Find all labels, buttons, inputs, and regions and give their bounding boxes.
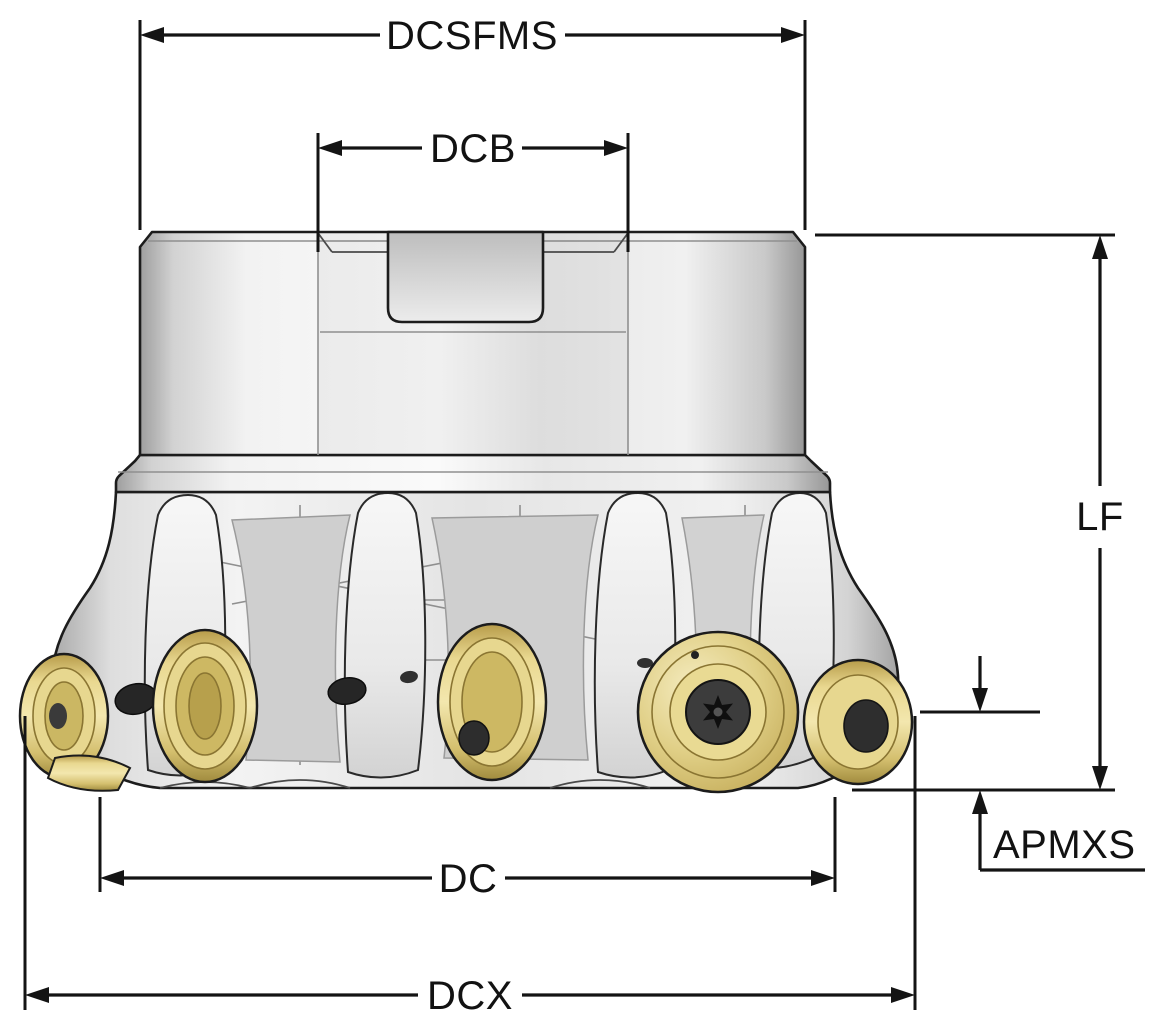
scallop-edge [549,779,651,789]
dimension-lf: LF [815,233,1124,792]
cutter-body [18,230,914,794]
drive-slot [317,230,629,455]
apmxs-label: APMXS [993,823,1136,867]
flange [114,453,832,494]
rim-dot [691,651,699,659]
dimension-dcb: DCB [316,127,630,252]
arrow-right-icon [781,27,805,43]
dcsfms-label: DCSFMS [386,14,558,58]
arrow-right-icon [811,870,835,886]
insert-ring [188,672,222,740]
body-holes [114,658,653,716]
coolant-hole-small [400,670,418,684]
scallop-edge [249,779,351,789]
slot-chamfer [317,232,333,253]
center-notch [386,230,545,324]
dimension-apmxs: APMXS [920,656,1145,872]
insert-screw [458,720,490,756]
arrow-right-icon [604,140,628,156]
arrow-down-icon [972,688,988,712]
coolant-hole-small [637,658,653,668]
insert-far-left [18,652,132,792]
insert-hole [843,699,889,753]
dcb-label: DCB [430,127,516,171]
arrow-left-icon [318,140,342,156]
arrow-up-icon [1092,235,1108,259]
insert-hole [49,703,67,729]
dimension-dcsfms: DCSFMS [138,14,807,230]
dc-label: DC [439,857,498,901]
insert-far-right [802,658,914,786]
coolant-hole [327,677,367,705]
dimension-dc: DC [98,797,837,901]
screw-center-dot [713,707,723,717]
lf-label: LF [1076,495,1124,539]
insert-right-large [636,630,800,794]
slot-chamfer [613,232,629,253]
arrow-left-icon [100,870,124,886]
dcx-label: DCX [427,974,513,1018]
insert-center [436,622,548,782]
seat-lobe [343,491,427,779]
insert-ring [651,645,785,779]
insert-wedge [46,754,132,792]
arrow-up-icon [972,790,988,814]
arrow-left-icon [25,987,49,1003]
arrow-down-icon [1092,766,1108,790]
arrow-left-icon [140,27,164,43]
dimension-dcx: DCX [23,716,917,1018]
arrow-right-icon [891,987,915,1003]
upper-cylinder [138,230,807,457]
insert-left-center [151,628,259,784]
pocket [231,514,351,763]
